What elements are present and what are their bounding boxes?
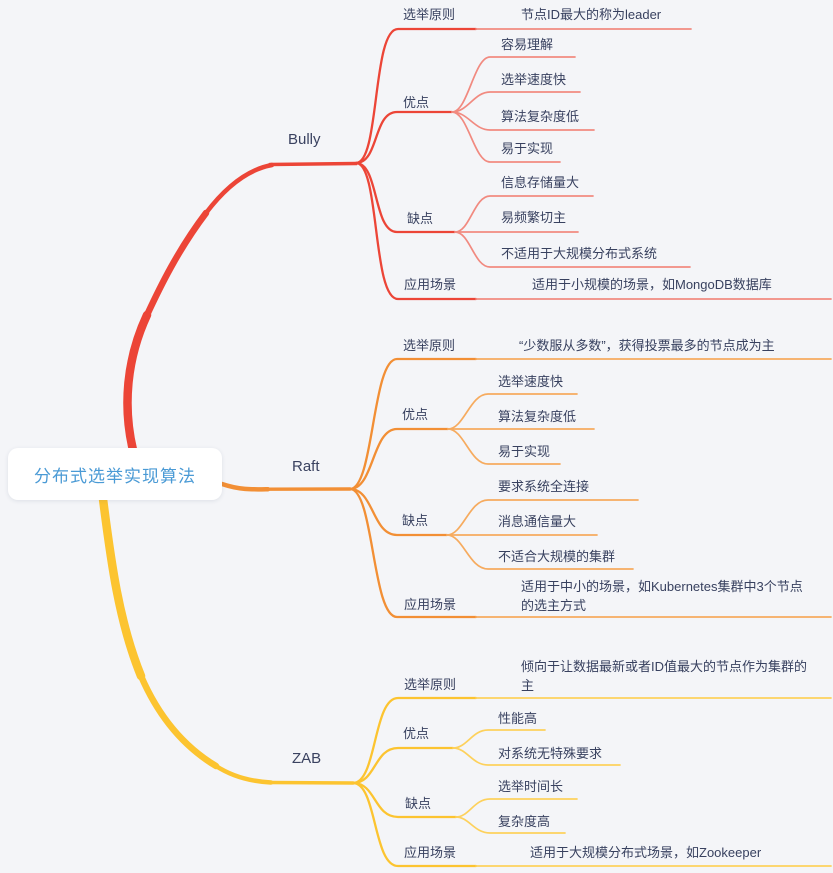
bully-topic-principle[interactable]: 选举原则: [403, 7, 456, 22]
zab-leaf-pros-1[interactable]: 性能高: [498, 711, 538, 726]
raft-leaf-principle[interactable]: “少数服从多数”，获得投票最多的节点成为主: [519, 338, 775, 353]
zab-leaf-cons-2[interactable]: 复杂度高: [498, 814, 551, 829]
raft-leaf-cons-1[interactable]: 要求系统全连接: [498, 479, 590, 494]
raft-topic-principle[interactable]: 选举原则: [403, 338, 456, 353]
branch-label-raft[interactable]: Raft: [292, 458, 320, 475]
bully-leaf-cons-2[interactable]: 易频繁切主: [501, 210, 567, 225]
bully-leaf-pros-1[interactable]: 容易理解: [501, 37, 554, 52]
raft-leaf-pros-3[interactable]: 易于实现: [498, 444, 551, 459]
bully-leaf-pros-4[interactable]: 易于实现: [501, 141, 554, 156]
raft-topic-pros[interactable]: 优点: [402, 407, 429, 422]
bully-leaf-pros-3[interactable]: 算法复杂度低: [501, 109, 580, 124]
root-node[interactable]: 分布式选举实现算法: [8, 448, 222, 500]
zab-topic-cons[interactable]: 缺点: [405, 796, 432, 811]
raft-topic-scene[interactable]: 应用场景: [404, 597, 457, 612]
bully-topic-scene[interactable]: 应用场景: [404, 277, 457, 292]
zab-topic-pros[interactable]: 优点: [403, 726, 430, 741]
branch-label-zab[interactable]: ZAB: [292, 750, 322, 767]
raft-leaf-pros-2[interactable]: 算法复杂度低: [498, 409, 577, 424]
zab-topic-principle[interactable]: 选举原则: [404, 677, 457, 692]
branch-label-bully[interactable]: Bully: [288, 131, 321, 148]
bully-leaf-pros-2[interactable]: 选举速度快: [501, 72, 567, 87]
bully-branch-lines: [123, 27, 478, 455]
bully-leaf-scene[interactable]: 适用于小规模的场景，如MongoDB数据库: [532, 277, 772, 292]
raft-leaf-cons-2[interactable]: 消息通信量大: [498, 514, 577, 529]
zab-leaf-cons-1[interactable]: 选举时间长: [498, 779, 564, 794]
raft-leaf-lines: [446, 358, 832, 618]
bully-leaf-lines: [451, 28, 832, 300]
bully-leaf-principle[interactable]: 节点ID最大的称为leader: [521, 7, 662, 22]
zab-leaf-pros-2[interactable]: 对系统无特殊要求: [498, 746, 603, 761]
bully-topic-cons[interactable]: 缺点: [407, 211, 434, 226]
zab-leaf-lines: [452, 697, 832, 867]
root-node-label: 分布式选举实现算法: [34, 466, 196, 486]
raft-topic-cons[interactable]: 缺点: [402, 513, 429, 528]
zab-leaf-scene[interactable]: 适用于大规模分布式场景，如Zookeeper: [530, 845, 762, 860]
raft-leaf-cons-3[interactable]: 不适合大规模的集群: [498, 549, 616, 564]
zab-branch-lines: [98, 494, 478, 868]
zab-topic-scene[interactable]: 应用场景: [404, 845, 457, 860]
raft-leaf-scene[interactable]: 适用于中小的场景，如Kubernetes集群中3个节点的选主方式: [521, 579, 803, 613]
bully-leaf-cons-1[interactable]: 信息存储量大: [501, 175, 580, 190]
bully-leaf-cons-3[interactable]: 不适用于大规模分布式系统: [501, 246, 658, 261]
raft-leaf-pros-1[interactable]: 选举速度快: [498, 374, 564, 389]
bully-topic-pros[interactable]: 优点: [403, 95, 430, 110]
raft-branch-lines: [219, 357, 478, 619]
zab-leaf-principle[interactable]: 倾向于让数据最新或者ID值最大的节点作为集群的主: [521, 659, 808, 693]
